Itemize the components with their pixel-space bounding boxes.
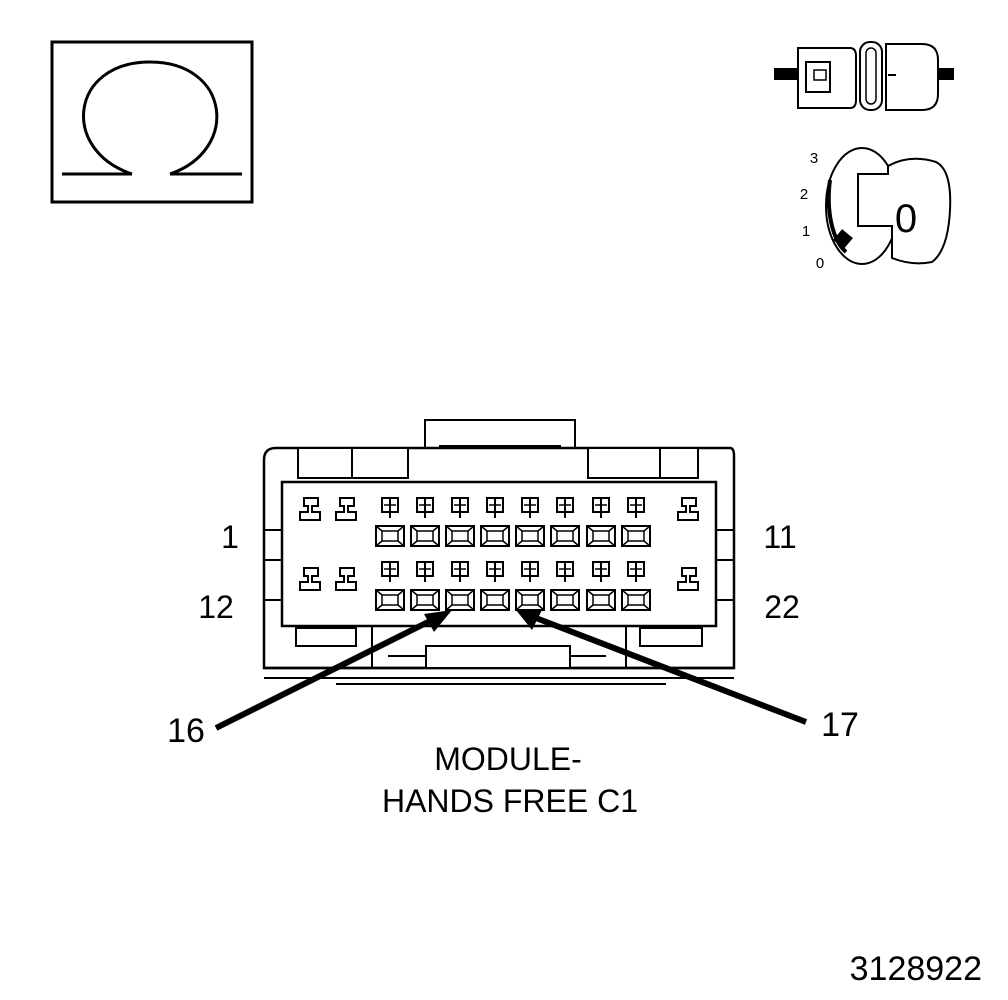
figure-id: 3128922 <box>850 950 982 988</box>
ohm-symbol-icon <box>50 40 254 204</box>
connector-title-line-2: HANDS FREE C1 <box>382 783 638 819</box>
ignition-key-label: 0 <box>895 197 917 241</box>
pin-label-12: 12 <box>198 589 234 625</box>
callout-arrow-16 <box>214 610 452 731</box>
pin-label-1: 1 <box>221 519 239 555</box>
pin-label-11: 11 <box>763 519 796 555</box>
ignition-position-3: 3 <box>810 150 818 167</box>
ignition-key-icon: 0 3 2 1 0 <box>800 147 952 272</box>
connector-body <box>262 419 736 685</box>
ignition-position-2: 2 <box>800 186 808 203</box>
callout-label-17: 17 <box>821 706 859 744</box>
pin-label-22: 22 <box>764 589 800 625</box>
ignition-position-1: 1 <box>802 223 810 240</box>
callout-arrow-17 <box>516 610 808 725</box>
connector-title-line-1: MODULE- <box>434 741 582 777</box>
callout-label-16: 16 <box>167 712 205 750</box>
ignition-position-0: 0 <box>816 255 824 272</box>
connector-disconnected-icon <box>774 41 954 111</box>
